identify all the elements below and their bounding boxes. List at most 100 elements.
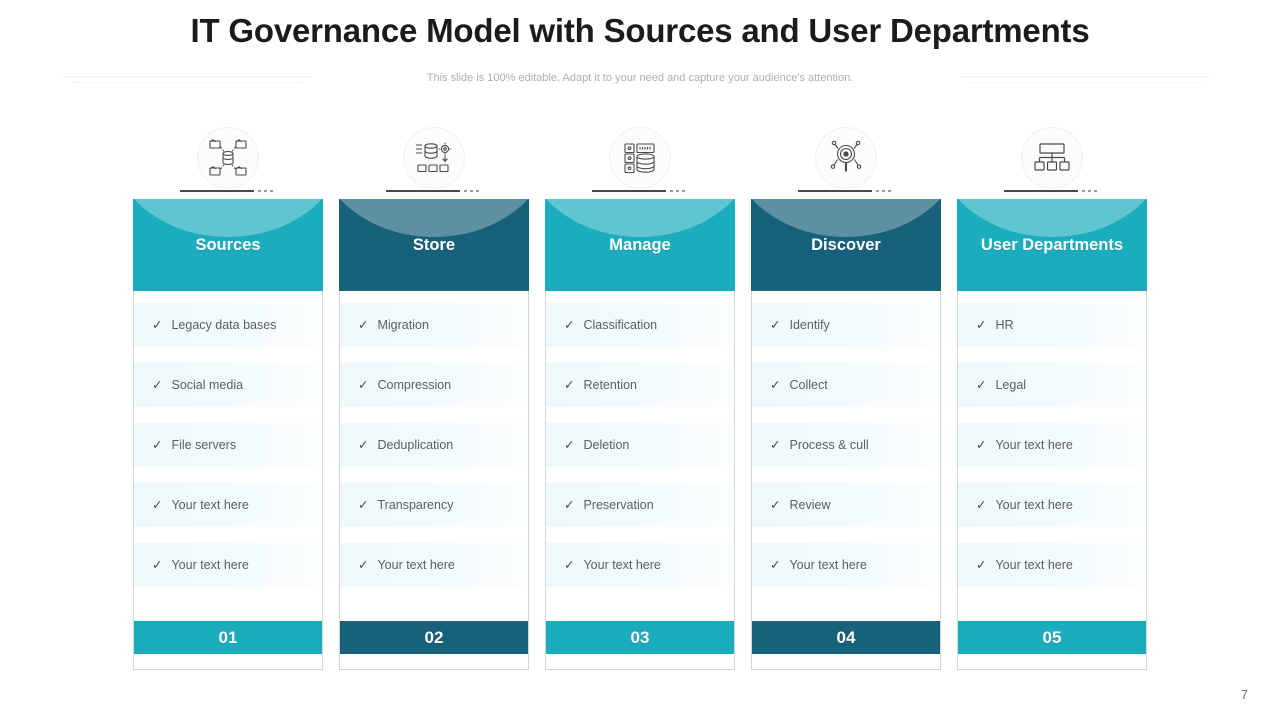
list-item[interactable]: ✓ Legal [958,355,1146,415]
list-manage: ✓ Classification ✓ Retention ✓ Deletion … [545,291,735,621]
list-item[interactable]: ✓ Compression [340,355,528,415]
list-item[interactable]: ✓ Social media [134,355,322,415]
number-badge: 05 [958,621,1146,654]
check-icon: ✓ [564,317,575,332]
column-title: Discover [811,235,881,254]
check-icon: ✓ [152,557,163,572]
list-item-label: Your text here [583,558,661,572]
check-icon: ✓ [976,437,987,452]
column-manage[interactable]: Manage ✓ Classification ✓ Retention ✓ De… [545,125,735,670]
check-icon: ✓ [358,557,369,572]
list-item[interactable]: ✓ Your text here [134,475,322,535]
list-item[interactable]: ✓ Preservation [546,475,734,535]
icon-wrap-user-departments [957,125,1147,199]
column-user-departments[interactable]: User Departments ✓ HR ✓ Legal ✓ Your tex… [957,125,1147,670]
list-item-label: Your text here [995,438,1073,452]
check-icon: ✓ [976,317,987,332]
check-icon: ✓ [152,317,163,332]
check-icon: ✓ [770,377,781,392]
band-sources: Sources [133,199,323,291]
list-item-label: Social media [171,378,244,392]
icon-rule [386,187,482,195]
icon-wrap-store [339,125,529,199]
check-icon: ✓ [770,317,781,332]
list-item-label: Compression [377,378,452,392]
list-item[interactable]: ✓ HR [958,295,1146,355]
list-item-label: Your text here [995,558,1073,572]
list-item[interactable]: ✓ Your text here [546,535,734,595]
list-item-label: HR [995,318,1014,332]
check-icon: ✓ [358,497,369,512]
list-item-label: Transparency [377,498,454,512]
page-title: IT Governance Model with Sources and Use… [190,12,1090,49]
band-discover: Discover [751,199,941,291]
check-icon: ✓ [152,377,163,392]
check-icon: ✓ [770,497,781,512]
list-item-label: Retention [583,378,637,392]
list-store: ✓ Migration ✓ Compression ✓ Deduplicatio… [339,291,529,621]
check-icon: ✓ [564,377,575,392]
page-number: 7 [1240,687,1248,702]
list-item-label: Preservation [583,498,654,512]
number-wrap-manage: 03 [545,621,735,670]
folders-database-icon [197,127,259,189]
list-item[interactable]: ✓ Classification [546,295,734,355]
number-badge: 04 [752,621,940,654]
number-wrap-store: 02 [339,621,529,670]
band-user-departments: User Departments [957,199,1147,291]
decorative-lines-left [62,74,312,92]
list-item[interactable]: ✓ Collect [752,355,940,415]
list-item[interactable]: ✓ Deduplication [340,415,528,475]
list-item[interactable]: ✓ Process & cull [752,415,940,475]
list-item[interactable]: ✓ Your text here [752,535,940,595]
column-title: User Departments [980,235,1124,254]
list-item[interactable]: ✓ Your text here [958,415,1146,475]
check-icon: ✓ [152,437,163,452]
list-item-label: Your text here [377,558,455,572]
list-item-label: Deletion [583,438,630,452]
column-sources[interactable]: Sources ✓ Legacy data bases ✓ Social med… [133,125,323,670]
icon-wrap-sources [133,125,323,199]
list-item[interactable]: ✓ Your text here [340,535,528,595]
columns-container: Sources ✓ Legacy data bases ✓ Social med… [133,125,1147,670]
list-item[interactable]: ✓ Migration [340,295,528,355]
column-discover[interactable]: Discover ✓ Identify ✓ Collect ✓ Process … [751,125,941,670]
list-item-label: Identify [789,318,830,332]
list-discover: ✓ Identify ✓ Collect ✓ Process & cull ✓ … [751,291,941,621]
band-manage: Manage [545,199,735,291]
number-badge: 01 [134,621,322,654]
list-user-departments: ✓ HR ✓ Legal ✓ Your text here ✓ Your tex… [957,291,1147,621]
list-item[interactable]: ✓ Retention [546,355,734,415]
icon-wrap-manage [545,125,735,199]
list-item[interactable]: ✓ Your text here [134,535,322,595]
list-item-label: Your text here [789,558,867,572]
list-item[interactable]: ✓ File servers [134,415,322,475]
list-item[interactable]: ✓ Deletion [546,415,734,475]
page-subtitle: This slide is 100% editable. Adapt it to… [426,72,854,84]
band-store: Store [339,199,529,291]
check-icon: ✓ [976,497,987,512]
check-icon: ✓ [358,377,369,392]
list-item[interactable]: ✓ Legacy data bases [134,295,322,355]
column-store[interactable]: Store ✓ Migration ✓ Compression ✓ Dedupl… [339,125,529,670]
check-icon: ✓ [152,497,163,512]
server-rack-icon [609,127,671,189]
list-item-label: File servers [171,438,237,452]
list-item-label: Legal [995,378,1027,392]
list-item-label: Collect [789,378,828,392]
list-item-label: Your text here [995,498,1073,512]
org-chart-icon [1021,127,1083,189]
list-item[interactable]: ✓ Review [752,475,940,535]
number-wrap-user-departments: 05 [957,621,1147,670]
list-item-label: Legacy data bases [171,318,277,332]
list-item[interactable]: ✓ Transparency [340,475,528,535]
list-item-label: Migration [377,318,429,332]
list-sources: ✓ Legacy data bases ✓ Social media ✓ Fil… [133,291,323,621]
check-icon: ✓ [564,437,575,452]
list-item[interactable]: ✓ Identify [752,295,940,355]
list-item[interactable]: ✓ Your text here [958,535,1146,595]
list-item[interactable]: ✓ Your text here [958,475,1146,535]
check-icon: ✓ [358,437,369,452]
column-title: Manage [609,235,671,254]
